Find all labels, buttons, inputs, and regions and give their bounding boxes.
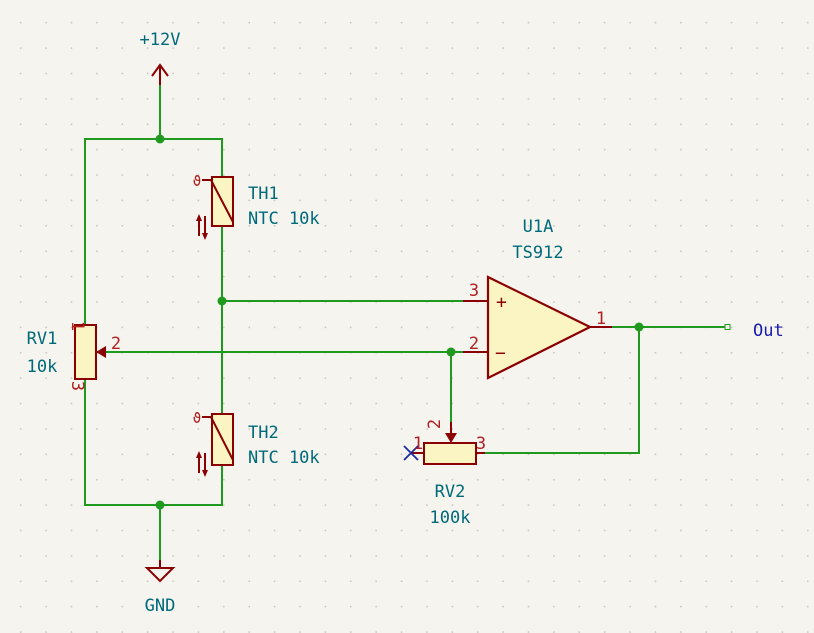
th1-ref: TH1 xyxy=(248,184,279,204)
rv2-no-connect-icon-b xyxy=(403,445,419,461)
u1a-pin1: 1 xyxy=(596,309,606,329)
th1-down-arrow-icon xyxy=(202,233,208,240)
vcc-symbol[interactable]: +12V xyxy=(140,30,181,85)
th1-value: NTC 10k xyxy=(248,209,320,229)
th2-ref: TH2 xyxy=(248,423,279,443)
u1a-body xyxy=(486,275,593,380)
rv2-value: 100k xyxy=(430,508,471,528)
rv2-pin2: 2 xyxy=(425,419,445,429)
vcc-label: +12V xyxy=(140,30,181,50)
u1a-pin2: 2 xyxy=(469,334,479,354)
rv1-wiper-arrow-icon xyxy=(96,346,106,358)
th1-theta-icon: ϑ xyxy=(193,174,201,190)
junctions xyxy=(155,134,644,510)
rv1-pin2: 2 xyxy=(111,334,121,354)
rv1-body xyxy=(74,324,97,380)
u1a-pin3: 3 xyxy=(469,281,479,301)
wire-vcc-rail xyxy=(84,138,223,325)
rv2-ref: RV2 xyxy=(435,482,466,502)
th2-slash xyxy=(202,416,234,461)
u1a-ref: U1A xyxy=(523,217,554,237)
rv1-pin1: 1 xyxy=(67,321,87,331)
u1a-value: TS912 xyxy=(512,243,563,263)
vcc-arrow-icon xyxy=(151,63,169,77)
rv2-wiper-arrow-icon xyxy=(445,433,457,443)
junction-vcc xyxy=(155,134,165,144)
junction-minus xyxy=(446,347,456,357)
gnd-triangle-icon xyxy=(144,567,176,583)
wire-gnd-rail xyxy=(84,379,223,506)
th1-slash xyxy=(202,179,234,223)
rv2-pin3: 3 xyxy=(476,434,486,454)
th2-down-arrow-icon xyxy=(202,470,208,477)
wires xyxy=(84,85,725,560)
gnd-symbol[interactable]: GND xyxy=(144,560,176,616)
junction-divider xyxy=(217,296,227,306)
rv1-value: 10k xyxy=(27,357,58,377)
wire-feedback-return xyxy=(485,327,640,454)
junction-gnd xyxy=(155,500,165,510)
rv2-pin1: 1 xyxy=(413,434,423,454)
rv1-potentiometer[interactable]: 1 2 3 RV1 10k xyxy=(27,321,121,391)
u1a-minus-sign: − xyxy=(495,343,506,364)
th2-thermistor[interactable]: ϑ TH2 NTC 10k xyxy=(193,411,320,477)
rv2-body xyxy=(423,442,477,465)
net-label-out[interactable]: Out xyxy=(724,321,784,341)
th1-up-arrow-icon xyxy=(196,214,202,221)
th2-up-arrow-icon xyxy=(196,451,202,458)
rv1-ref: RV1 xyxy=(27,329,58,349)
th1-thermistor[interactable]: ϑ TH1 NTC 10k xyxy=(193,174,320,240)
u1a-opamp[interactable]: + − 3 2 1 U1A TS912 xyxy=(463,217,612,380)
out-label: Out xyxy=(753,321,784,341)
rv1-pin3: 3 xyxy=(67,381,87,391)
rv2-potentiometer[interactable]: 1 2 3 RV2 100k xyxy=(403,419,486,528)
gnd-label: GND xyxy=(145,596,176,616)
th2-value: NTC 10k xyxy=(248,448,320,468)
u1a-plus-sign: + xyxy=(496,292,507,313)
th2-theta-icon: ϑ xyxy=(193,411,201,427)
junction-output xyxy=(634,322,644,332)
out-port-icon xyxy=(724,324,731,330)
